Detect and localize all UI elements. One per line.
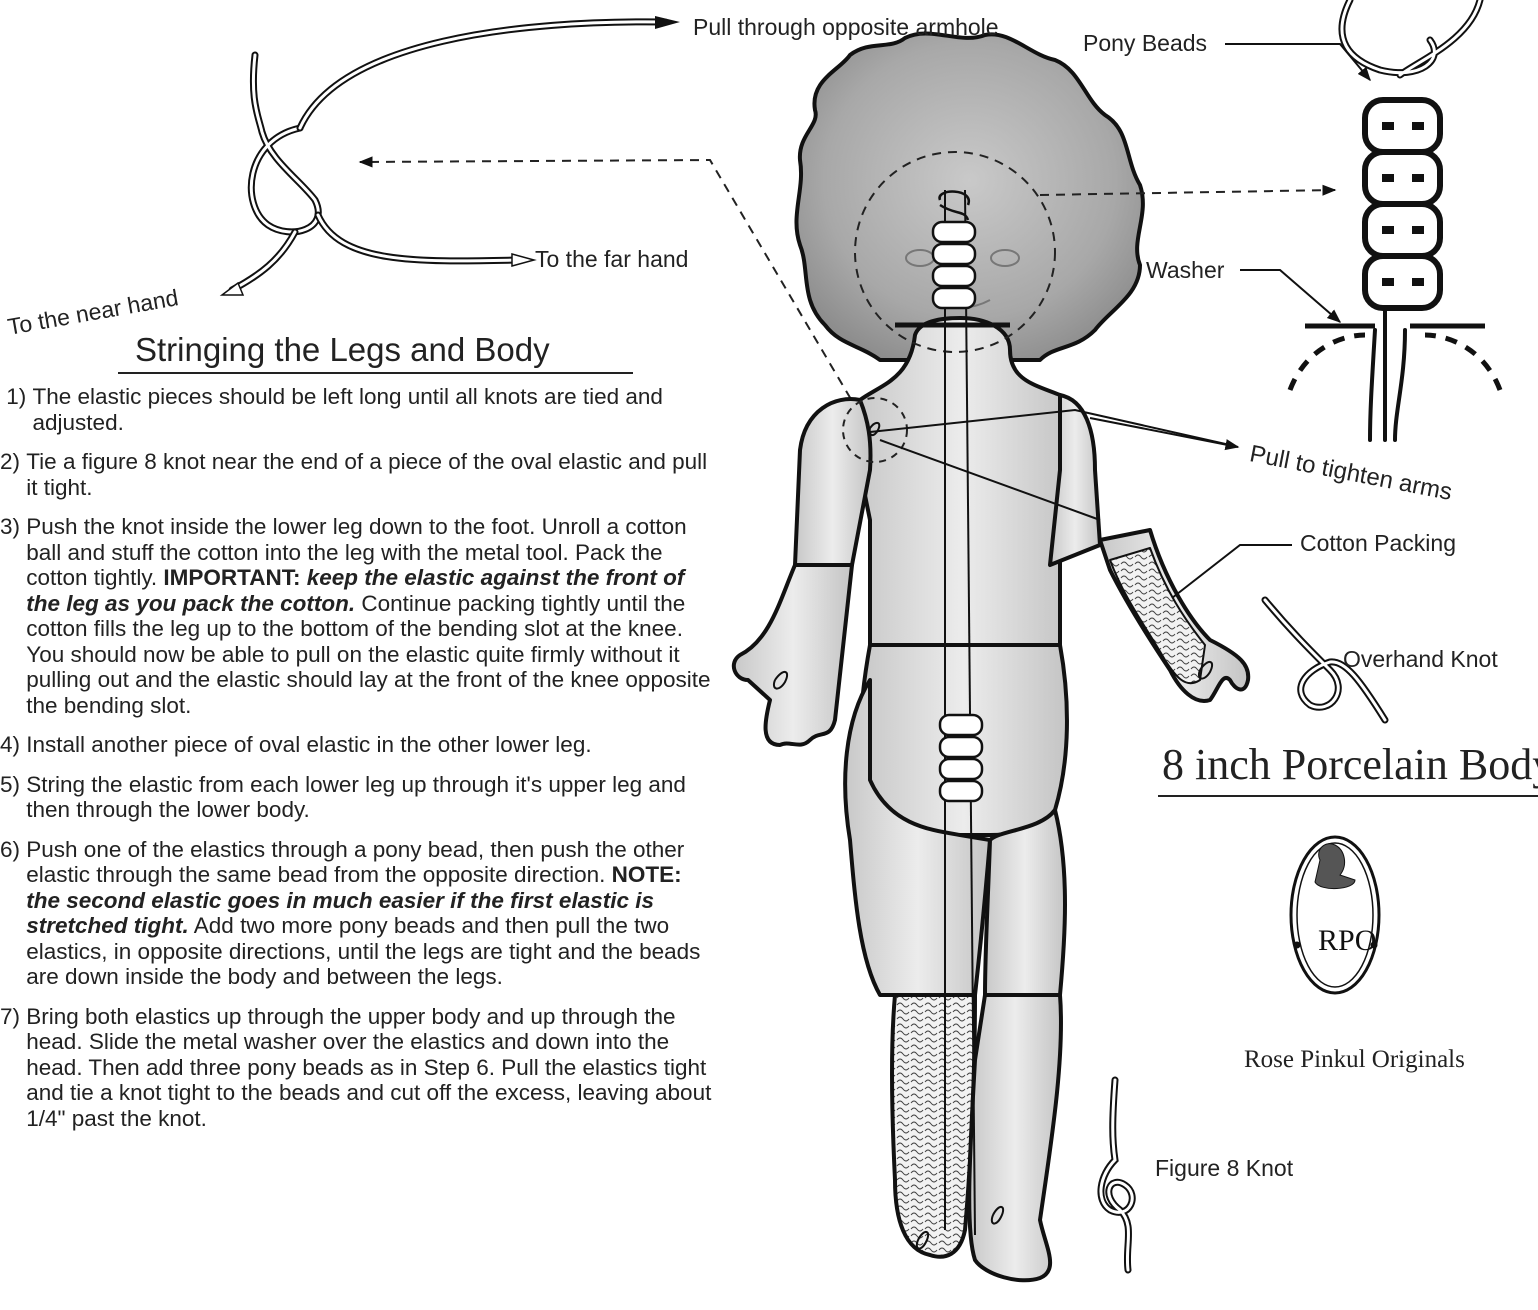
doll-lower-leg-left [892, 995, 975, 1257]
label-cotton-packing: Cotton Packing [1300, 532, 1456, 555]
step-7: 7) Bring both elastics up through the up… [0, 1004, 720, 1132]
step-5: 5) String the elastic from each lower le… [0, 772, 720, 823]
callout-lines-right [1172, 44, 1370, 598]
washer-icon [1290, 326, 1500, 390]
label-overhand-knot: Overhand Knot [1343, 648, 1498, 671]
doll-lower-arm-left [734, 565, 852, 745]
step-3: 3) Push the knot inside the lower leg do… [0, 514, 720, 718]
product-title-underline [1158, 795, 1538, 797]
step-4: 4) Install another piece of oval elastic… [0, 732, 720, 758]
label-pony-beads: Pony Beads [1083, 32, 1207, 55]
product-title: 8 inch Porcelain Body [1162, 743, 1538, 787]
label-far-hand: To the far hand [535, 248, 688, 271]
brand-name: Rose Pinkul Originals [1244, 1047, 1465, 1072]
figure8-knot-icon [1101, 1080, 1132, 1270]
doll-illustration [734, 33, 1248, 1280]
step-2: 2) Tie a figure 8 knot near the end of a… [0, 449, 720, 500]
doll-hair [796, 33, 1142, 360]
step-6: 6) Push one of the elastics through a po… [0, 837, 720, 990]
doll-neck-torso [856, 318, 1068, 645]
doll-upper-leg-right [985, 810, 1065, 995]
doll-upper-arm-left [795, 399, 871, 565]
detail-beads [1365, 100, 1440, 308]
rpo-logo-icon: RPO [1291, 837, 1379, 993]
doll-lower-leg-right [969, 995, 1061, 1280]
instructions-title: Stringing the Legs and Body [135, 333, 550, 366]
label-pull-opposite-armhole: Pull through opposite armhole [693, 16, 999, 39]
svg-text:RPO: RPO [1318, 924, 1376, 957]
pull-tighten-arrow [1090, 418, 1238, 447]
step-1: 1) The elastic pieces should be left lon… [0, 384, 720, 435]
instruction-steps: 1) The elastic pieces should be left lon… [0, 384, 720, 1145]
label-figure8-knot: Figure 8 Knot [1155, 1157, 1293, 1180]
label-washer: Washer [1146, 259, 1224, 282]
title-underline [118, 372, 633, 374]
